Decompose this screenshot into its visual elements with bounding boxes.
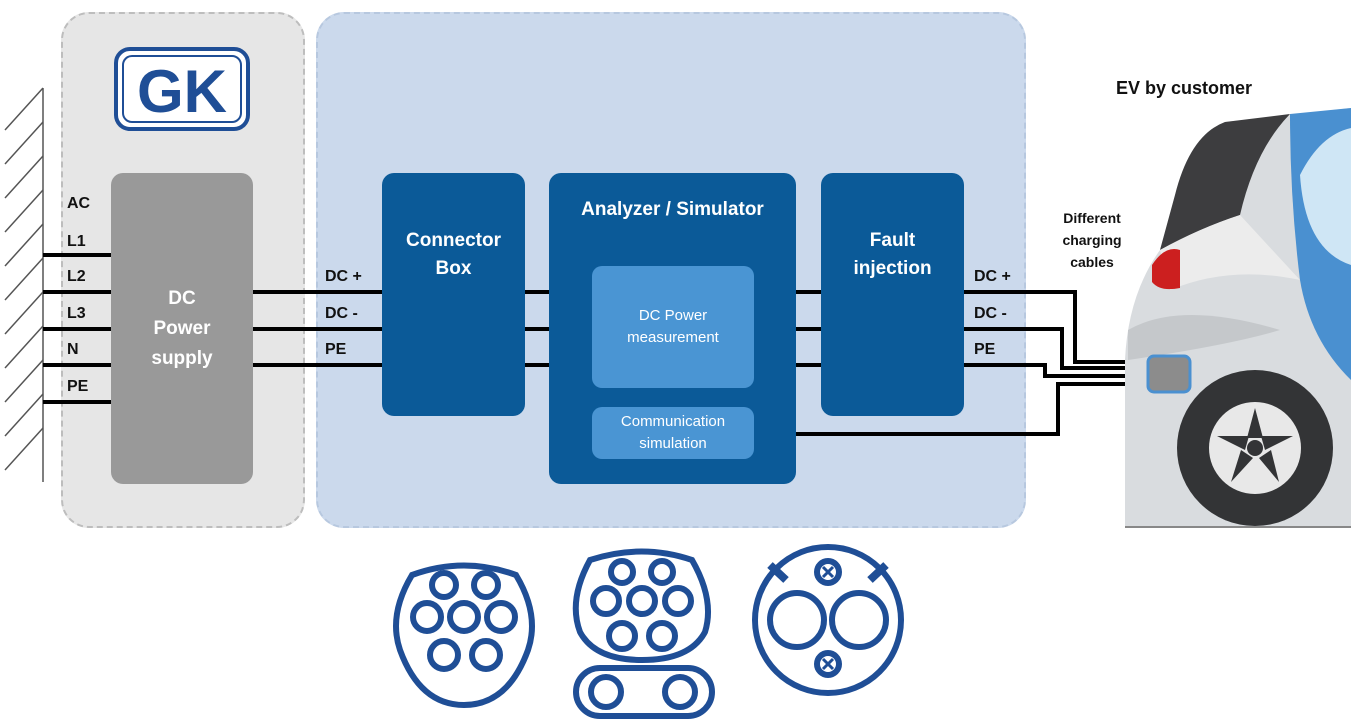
connector-box-label: Connector Box [406,230,501,279]
dc-power-measurement-label: DC Power measurement [627,307,719,346]
communication-simulation-label: Communication simulation [620,413,726,452]
l1-label: L1 [67,233,86,250]
analyzer-simulator-label: Analyzer / Simulator [581,199,764,220]
ac-label: AC [67,195,91,212]
different-charging-cables-note: Different charging cables [1062,210,1122,270]
dc-plus-left-label: DC + [325,268,362,285]
ev-car-image [1125,108,1351,528]
ac-input-lines [43,253,111,404]
dc-power-measurement-block: DC Power measurement [592,266,754,388]
l3-label: L3 [67,305,86,322]
communication-simulation-block: Communication simulation [592,407,754,459]
n-label: N [67,341,79,358]
grid-wall-icon [4,87,44,482]
type2-connector-icon [393,562,535,709]
pe-left-label: PE [325,341,347,358]
pe-right-label: PE [974,341,996,358]
dc-minus-left-label: DC - [325,305,358,322]
dc-plus-right-label: DC + [974,268,1011,285]
fault-injection-block: Fault injection [821,173,964,416]
ev-by-customer-label: EV by customer [1116,78,1253,98]
dc-power-supply-label: DC Power supply [151,287,213,369]
gk-logo: GK [114,47,250,131]
pe-ac-label: PE [67,378,89,395]
fault-injection-label: Fault injection [853,230,932,279]
chademo-connector-icon [752,544,904,696]
connector-box-block: Connector Box [382,173,525,416]
l2-label: L2 [67,268,86,285]
dc-minus-right-label: DC - [974,305,1007,322]
logo-text: GK [137,58,227,125]
dc-power-supply-block: DC Power supply [111,173,253,484]
ccs-combo-connector-icon [572,548,715,719]
